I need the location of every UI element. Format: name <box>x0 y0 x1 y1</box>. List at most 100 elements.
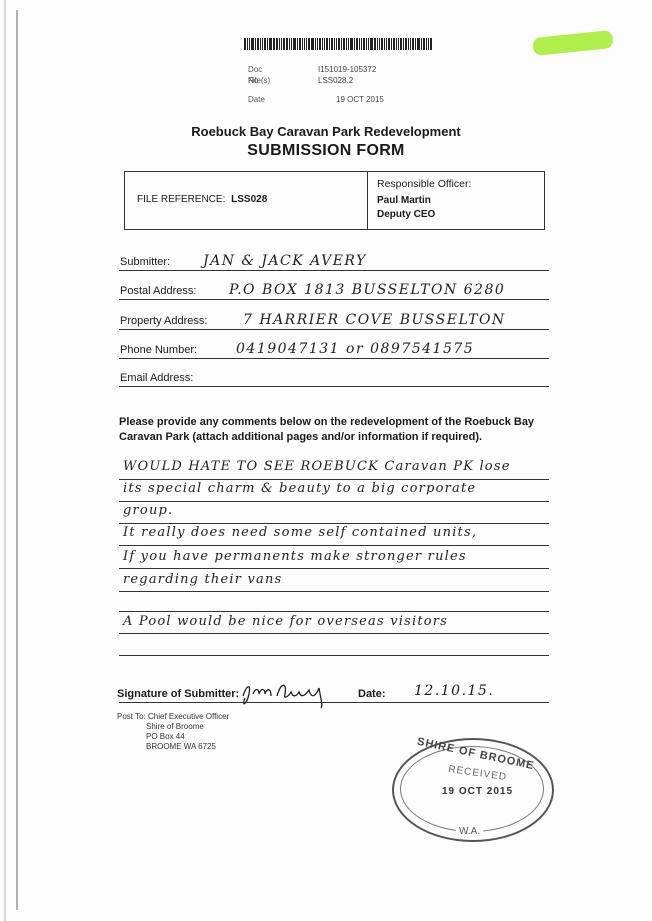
submitter-value: JAN & JACK AVERY <box>203 253 367 269</box>
barcode-bar <box>400 38 403 50</box>
stamp-date: 19 OCT 2015 <box>442 786 514 797</box>
barcode-bar <box>263 38 266 50</box>
signature-label: Signature of Submitter: <box>117 688 240 700</box>
barcode-bar <box>385 38 387 50</box>
submitter-field[interactable]: Submitter: JAN & JACK AVERY <box>119 248 549 271</box>
postal-address-field[interactable]: Postal Address: P.O BOX 1813 BUSSELTON 6… <box>119 277 549 300</box>
post-to-line: Post To: Chief Executive Officer <box>117 712 230 721</box>
barcode-bar <box>307 38 310 50</box>
barcode-bar <box>266 38 268 50</box>
barcode-bar <box>289 38 291 50</box>
barcode-bar <box>367 38 369 50</box>
barcode-bar <box>361 38 363 50</box>
barcode-bar <box>338 38 341 50</box>
postal-address-value: P.O BOX 1813 BUSSELTON 6280 <box>229 282 506 298</box>
barcode-bar <box>405 38 408 50</box>
comment-rule <box>119 501 549 502</box>
doc-no: I151019-105372 <box>318 65 377 74</box>
barcode-bar <box>302 38 303 50</box>
email-address-field[interactable]: Email Address: <box>119 364 549 387</box>
barcode-bar <box>334 38 336 50</box>
barcode-bar <box>259 38 261 50</box>
responsible-officer-title: Deputy CEO <box>377 209 436 220</box>
highlighter-mark <box>532 29 614 57</box>
submitter-label: Submitter: <box>120 256 171 268</box>
form-subtitle: SUBMISSION FORM <box>247 142 405 159</box>
files: LSS028.2 <box>318 76 354 85</box>
phone-number-field[interactable]: Phone Number: 0419047131 or 0897541575 <box>119 336 549 359</box>
barcode-bar <box>378 38 380 50</box>
file-reference-box: FILE REFERENCE: LSS028 Responsible Offic… <box>124 171 545 230</box>
comment-line: group. <box>123 503 174 518</box>
barcode-bar <box>373 38 376 50</box>
barcode-bar <box>268 38 272 50</box>
comment-line: its special charm & beauty to a big corp… <box>123 481 477 496</box>
meta-date-label: Date <box>248 95 265 104</box>
barcode-bar <box>299 38 302 50</box>
barcode-bar <box>244 38 246 50</box>
barcode-bar <box>380 38 383 50</box>
signature-image <box>242 684 323 709</box>
barcode-bar <box>291 38 293 50</box>
comment-rule <box>119 655 549 656</box>
responsible-officer-name: Paul Martin <box>377 195 431 206</box>
comment-rule <box>119 611 549 612</box>
barcode-bar <box>408 38 410 50</box>
comment-line: regarding their vans <box>123 572 283 587</box>
property-address-value: 7 HARRIER COVE BUSSELTON <box>243 312 506 328</box>
barcode-bar <box>314 38 316 50</box>
barcode-bar <box>304 38 305 50</box>
barcode <box>244 38 432 50</box>
barcode-bar <box>316 38 318 50</box>
barcode-bar <box>321 38 323 50</box>
barcode-bar <box>398 38 400 50</box>
barcode-bar <box>310 38 314 50</box>
barcode-bar <box>427 38 429 50</box>
comments-prompt: Please provide any comments below on the… <box>119 416 535 443</box>
comment-line: A Pool would be nice for overseas visito… <box>123 614 449 629</box>
barcode-bar <box>279 38 281 50</box>
barcode-bar <box>261 38 263 50</box>
date-label: Date: <box>358 688 386 700</box>
comment-rule <box>119 591 549 592</box>
stamp-state: W.A. <box>456 826 484 837</box>
scan-edge-inner <box>16 10 18 910</box>
scan-edge <box>4 0 6 921</box>
box-divider <box>367 172 368 229</box>
barcode-bar <box>417 38 421 50</box>
barcode-bar <box>429 38 432 50</box>
barcode-bar <box>350 38 354 50</box>
barcode-bar <box>274 38 276 50</box>
post-to-line: Shire of Broome <box>146 722 204 731</box>
barcode-bar <box>410 38 412 50</box>
barcode-bar <box>272 38 274 50</box>
barcode-bar <box>369 38 373 50</box>
barcode-bar <box>412 38 415 50</box>
barcode-bar <box>281 38 283 50</box>
barcode-bar <box>390 38 392 50</box>
signature-rule <box>119 702 549 703</box>
barcode-bar <box>356 38 359 50</box>
file-reference-value: LSS028 <box>231 194 268 205</box>
barcode-bar <box>336 38 338 50</box>
barcode-bar <box>283 38 286 50</box>
barcode-bar <box>286 38 289 50</box>
barcode-bar <box>421 38 423 50</box>
form-title: Roebuck Bay Caravan Park Redevelopment <box>191 124 461 139</box>
barcode-bar <box>246 38 248 50</box>
property-address-field[interactable]: Property Address: 7 HARRIER COVE BUSSELT… <box>119 307 549 330</box>
comment-rule <box>119 545 549 546</box>
responsible-officer-label: Responsible Officer: <box>377 178 472 190</box>
post-to-address: Post To: Chief Executive Officer Shire o… <box>117 712 229 752</box>
barcode-bar <box>346 38 348 50</box>
barcode-bar <box>354 38 356 50</box>
barcode-bar <box>330 38 334 50</box>
barcode-bar <box>425 38 427 50</box>
phone-number-value: 0419047131 or 0897541575 <box>236 341 475 357</box>
barcode-bar <box>323 38 325 50</box>
barcode-bar <box>403 38 405 50</box>
barcode-bar <box>348 38 350 50</box>
barcode-bar <box>423 38 425 50</box>
barcode-bar <box>341 38 343 50</box>
